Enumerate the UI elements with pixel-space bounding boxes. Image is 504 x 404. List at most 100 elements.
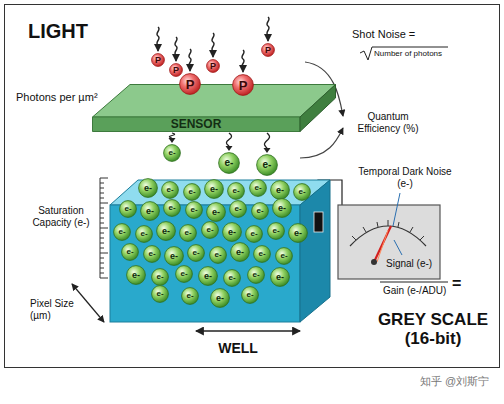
electron-label: e- [267,222,285,240]
electron-label: e- [270,267,290,287]
electron: e- [229,200,247,218]
electron: e- [163,199,181,217]
electron-label: e- [113,223,131,241]
electron: e- [181,287,199,305]
sensor-front [93,117,301,132]
saturation-ruler [100,178,108,278]
electron: e- [272,198,292,218]
electron-circle [273,199,292,218]
electron-circle [157,222,176,241]
arrow-head [169,138,176,143]
electron: e- [201,221,219,239]
electron: e- [230,242,250,262]
photon-label: P [206,59,220,73]
fraction-bar [380,281,448,282]
electron-circle [228,183,245,200]
electron: e- [151,285,169,303]
connector-line [227,133,232,146]
annotation: GREY SCALE (16-bit) [368,310,498,348]
arrow-head [264,148,271,153]
photon-label: P [179,73,201,95]
meter-needle [374,226,391,262]
electron: e- [185,201,203,219]
electron-label: e- [164,246,184,266]
meter-needle-shadow [377,230,388,262]
electron: e- [275,247,293,265]
electron-circle [120,201,137,218]
electron-label: e- [179,224,197,242]
photon: P [151,53,165,67]
electron-label: e- [198,266,218,286]
annotation: Signal (e-) [386,258,432,270]
electron-label: e- [270,180,290,200]
electron-circle [205,180,224,199]
annotation: Temporal Dark Noise (e-) [350,166,460,190]
electron-circle [230,201,247,218]
sensor-side [300,85,336,132]
electron: e- [267,222,285,240]
connector-line [170,133,175,138]
electron-circle [176,266,193,283]
electron: e- [119,200,137,218]
electron: e- [113,223,131,241]
annotation: Number of photons [374,49,442,59]
electron-circle [180,225,197,242]
electron-circle [127,266,146,285]
photon-circle [262,44,275,57]
electron-circle [219,153,240,174]
electron-circle [242,287,259,304]
wavy-arrow [264,133,271,153]
wavy-arrow [226,133,233,151]
electron: e- [249,179,267,197]
electron-circle [144,246,161,263]
electron: e- [163,144,181,162]
electron-circle [162,182,179,199]
photon-label: P [232,74,254,96]
electron-label: e- [241,286,259,304]
electron: e- [198,266,218,286]
annotation: Pixel Size (µm) [30,298,85,322]
photon-circle [207,60,220,73]
meter-scale [350,226,426,246]
dark-noise-leader [393,193,400,226]
electron-circle [188,245,205,262]
pixel-well: WELLe-e-e-e-e-e-e-e-e-e-e-e-e-e-e-e-e-e-… [108,178,332,358]
electron-circle [165,247,184,266]
wavy-arrow [169,133,176,143]
photon: P [179,73,201,95]
annotation: Gain (e-/ADU) [383,285,446,297]
photon-circle [233,75,254,96]
electron-label: e- [227,182,245,200]
electron-label: e- [151,268,169,286]
sensor-top [93,85,336,118]
electron-circle [271,181,290,200]
electron-circle [202,222,219,239]
electron-label: e- [251,202,269,220]
electron-circle [210,247,227,264]
electron-circle [250,180,267,197]
photon: P [261,43,275,57]
electron: e- [135,225,153,243]
electron-circle [254,246,271,263]
electron-label: e- [209,246,227,264]
electron: e- [164,246,184,266]
electron: e- [218,152,240,174]
electron: e- [223,269,241,287]
electron-label: e- [201,221,219,239]
electron-circle [182,288,199,305]
electron: e- [179,224,197,242]
electron-label: e- [181,287,199,305]
electron: e- [270,267,290,287]
electron-circle [289,224,308,243]
electron: e- [143,245,161,263]
annotation: Photons per µm² [16,91,98,104]
electron: e- [151,268,169,286]
arrow-head [226,146,233,151]
electron-circle [114,224,131,241]
electron: e- [288,223,308,243]
electron: e- [206,202,226,222]
connector-line [265,133,270,148]
electron-label: e- [151,285,169,303]
electron-label: e- [210,288,230,308]
electron-label: e- [247,266,265,284]
